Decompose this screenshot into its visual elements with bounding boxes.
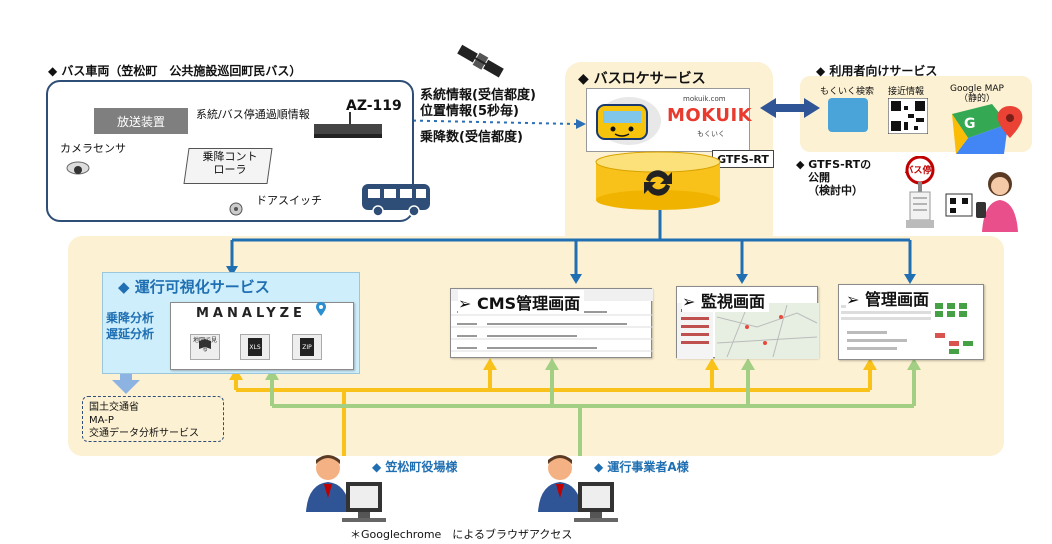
- visualization-title: ◆ 運行可視化サービス: [118, 278, 270, 296]
- manalyze-logo: MANALYZE: [196, 306, 306, 321]
- service-mokuik-search: もくいく検索: [820, 87, 875, 97]
- gtfs-publish-line1: ◆ GTFS-RTの: [796, 158, 872, 171]
- xls-icon: XLS: [248, 338, 262, 356]
- double-arrow: [760, 98, 820, 118]
- cms-title: ➢ CMS管理画面: [458, 290, 585, 314]
- door-switch-icon: [228, 202, 244, 216]
- visualization-features: 乗降分析 遅延分析: [106, 310, 154, 342]
- mokuik-logo-panel: mokuik.com MOKUIK もくいく: [586, 88, 753, 152]
- zip-icon: ZIP: [300, 338, 314, 356]
- bus-icon: [360, 182, 432, 218]
- gtfs-badge: GTFS-RT: [712, 150, 774, 168]
- search-app-icon: [828, 98, 868, 132]
- camera-label: カメラセンサ: [60, 142, 126, 155]
- blue-distribution: [230, 210, 912, 276]
- xls-export-button[interactable]: XLS: [240, 334, 270, 360]
- service-approach: 接近情報: [888, 87, 925, 97]
- feature-delay: 遅延分析: [106, 327, 155, 341]
- broadcast-device: 放送装置: [94, 108, 188, 134]
- satellite-icon: [450, 40, 510, 84]
- controller-label: 乗降コント ローラ: [194, 150, 266, 176]
- google-map-label: Google MAP （静的）: [950, 84, 1004, 104]
- data-flow-line3: 乗降数(受信都度): [420, 130, 523, 145]
- controller-line2: ローラ: [213, 163, 247, 176]
- router-icon: [310, 112, 386, 142]
- database-icon: [594, 150, 722, 212]
- brand-logo: MOKUIK: [667, 105, 753, 126]
- google-maps-icon: G: [952, 104, 1024, 154]
- operator-label: ◆ 運行事業者A様: [594, 460, 689, 474]
- data-flow: 系統情報(受信都度) 位置情報(5秒毎) 乗降数(受信都度): [420, 88, 536, 146]
- map-view-button[interactable]: 地図で見る: [190, 334, 220, 360]
- busloc-title: ◆ バスロケサービス: [578, 71, 706, 87]
- data-flow-line1: 系統情報(受信都度): [420, 88, 536, 103]
- green-access: [270, 368, 916, 456]
- monitor-title-text: 監視画面: [700, 292, 765, 311]
- bus-stop-icon: [902, 156, 938, 232]
- controller-line1: 乗降コント: [202, 150, 258, 163]
- external-line3: 交通データ分析サービス: [89, 428, 199, 439]
- zip-export-button[interactable]: ZIP: [292, 334, 322, 360]
- smartphone-user-icon: [942, 168, 1022, 232]
- qr-code-icon: [888, 98, 928, 134]
- monitor-title: ➢ 監視画面: [682, 288, 769, 312]
- camera-icon: [66, 160, 90, 178]
- brand-kana: もくいく: [697, 130, 725, 138]
- user-service-title: ◆ 利用者向けサービス: [816, 64, 938, 78]
- brand-small: mokuik.com: [683, 95, 726, 103]
- town-office-user-icon: [302, 452, 388, 526]
- external-line1: 国土交通省: [89, 402, 139, 413]
- feature-boarding: 乗降分析: [106, 311, 155, 325]
- external-line2: MA-P: [89, 415, 114, 426]
- location-pin-icon: [316, 302, 326, 316]
- svg-text:G: G: [964, 116, 976, 132]
- external-service-box: 国土交通省 MA-P 交通データ分析サービス: [82, 396, 224, 442]
- google-map-line1: Google MAP: [950, 84, 1004, 94]
- gtfs-publish-line3: （検討中）: [808, 184, 863, 197]
- down-arrow: [112, 362, 140, 394]
- admin-title: ➢ 管理画面: [846, 286, 933, 310]
- bus-stop-label: バス停: [904, 166, 932, 176]
- operator-user-icon: [534, 452, 620, 526]
- bus-mascot-icon: [596, 97, 661, 145]
- sysinfo-label: 系統/バス停通過順情報: [196, 108, 310, 121]
- cms-title-text: CMS管理画面: [476, 294, 581, 313]
- door-label: ドアスイッチ: [256, 194, 322, 207]
- town-office-label: ◆ 笠松町役場様: [372, 460, 458, 474]
- footnote: ＊Googlechrome によるブラウザアクセス: [350, 528, 573, 541]
- gtfs-publish: ◆ GTFS-RTの 公開 （検討中）: [796, 158, 871, 197]
- gtfs-publish-line2: 公開: [808, 171, 830, 184]
- google-map-line2: （静的）: [958, 94, 995, 104]
- data-flow-line2: 位置情報(5秒毎): [420, 104, 519, 119]
- device-label: AZ-119: [346, 98, 402, 114]
- admin-title-text: 管理画面: [864, 290, 929, 309]
- vehicle-title: ◆ バス車両（笠松町 公共施設巡回町民バス）: [48, 64, 302, 78]
